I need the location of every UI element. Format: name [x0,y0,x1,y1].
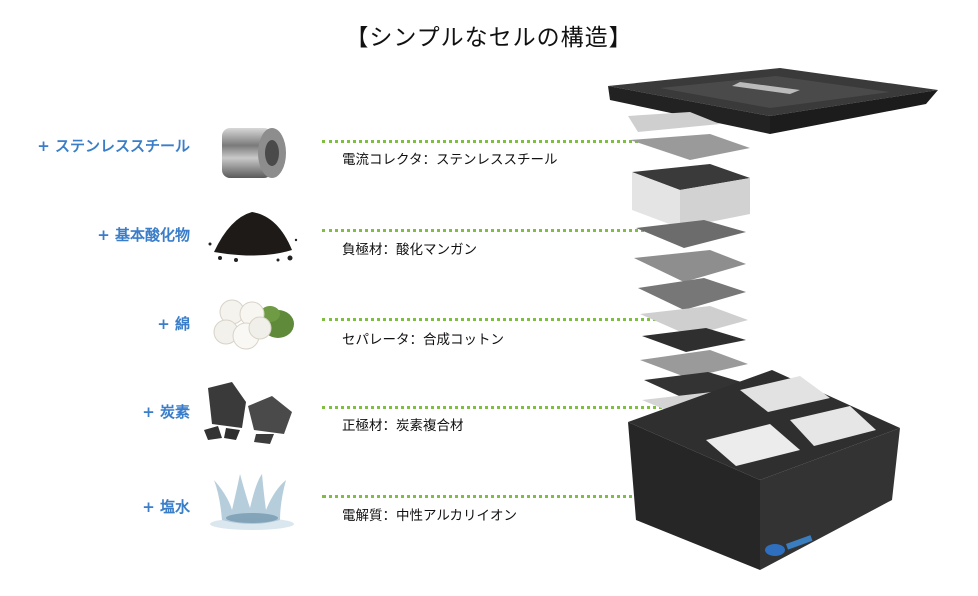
bottom-housing [628,370,900,570]
cotton-icon [200,288,300,358]
leader-line-positive-electrode [322,406,687,409]
component-desc-electrolyte: 電解質：中性アルカリイオン [342,508,517,524]
steel-coil-icon [200,118,300,188]
diagram-title: 【シンプルなセルの構造】 [345,25,633,51]
carbon-icon [200,378,300,448]
component-desc-separator: セパレータ：合成コットン [342,332,504,348]
material-label-base-oxide: + 基本酸化物 [97,226,190,244]
leader-line-negative-electrode [322,229,687,232]
component-desc-negative-electrode: 負極材：酸化マンガン [342,242,477,258]
material-label-stainless-steel: + ステンレススチール [37,137,190,155]
material-label-carbon: + 炭素 [142,403,190,421]
water-splash-icon [200,466,300,536]
leader-line-electrolyte [322,495,742,498]
lid-tray [608,68,938,134]
cell-exploded-view [600,60,978,592]
leader-line-current-collector [322,140,687,143]
component-desc-current-collector: 電流コレクタ：ステンレススチール [342,152,558,168]
material-label-salt-water: + 塩水 [142,498,190,516]
leader-line-separator [322,318,687,321]
component-desc-positive-electrode: 正極材：炭素複合材 [342,418,464,434]
material-label-cotton: + 綿 [157,315,190,333]
oxide-powder-icon [200,200,300,270]
